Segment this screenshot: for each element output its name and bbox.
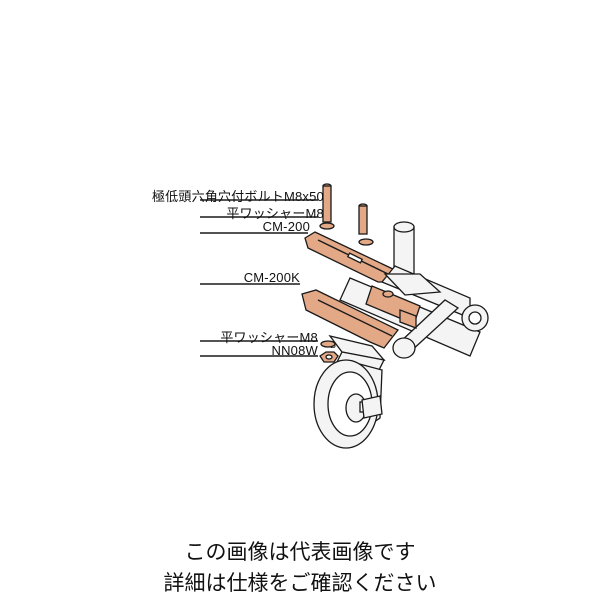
label-washer-bottom: 平ワッシャーM8 [220,330,318,345]
caster: B [313,334,386,449]
caption-line-1: この画像は代表画像です [184,540,416,564]
nut-nn08w [319,351,339,363]
vertical-pipe [393,221,415,276]
washer-bottom [320,340,336,348]
bolt-left [322,183,332,223]
label-washer-top: 平ワッシャーM8 [226,206,324,221]
bolt-right [358,203,368,235]
washer-top-right [358,238,374,246]
label-cm-200k: CM-200K [243,270,300,285]
leader-lines [200,199,318,357]
cm-200k-clamp [301,285,421,349]
cm-200-clamp [304,231,396,283]
caption-line-2: 詳細は仕様をご確認ください [163,571,437,595]
label-bolt: 極低頭六角穴付ボルトM8x50 [151,189,324,204]
label-nut: NN08W [271,343,318,358]
washer-top-left [319,222,335,230]
label-cm-200: CM-200 [262,219,310,234]
